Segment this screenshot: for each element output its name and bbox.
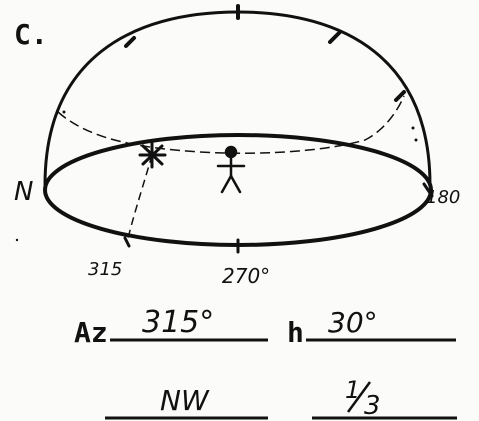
h-value: 30° (328, 306, 378, 339)
dome-tick (124, 36, 136, 48)
h-label: h (287, 316, 304, 349)
dashed-altitude-line (126, 154, 153, 243)
celestial-dome (43, 10, 432, 186)
dashed-star-path (57, 95, 405, 154)
horizon-tick (422, 182, 434, 198)
az-value: 315° (142, 305, 214, 340)
horizon-ticks (123, 182, 434, 254)
azimuth-mark-270: 270° (222, 264, 270, 288)
azimuth-mark-315: 315 (88, 259, 122, 280)
panel-letter: C. (14, 18, 48, 51)
fraction-slash (346, 381, 372, 413)
fraction-numerator: 1 (345, 376, 360, 404)
fraction-denominator: 3 (364, 391, 381, 421)
dome-tick (394, 90, 406, 102)
star-cross-icon (138, 141, 167, 169)
fraction-value: 1 3 (345, 376, 381, 421)
az-label: Az (74, 316, 108, 349)
direction-value: NW (160, 384, 210, 417)
dome-tick (328, 30, 342, 44)
north-label: N (14, 177, 33, 207)
stick-figure-icon (216, 145, 246, 194)
azimuth-mark-180: 180 (426, 187, 460, 208)
dome-dots (15, 110, 418, 242)
horizon-tick (123, 236, 131, 248)
dome-ticks (124, 4, 406, 102)
